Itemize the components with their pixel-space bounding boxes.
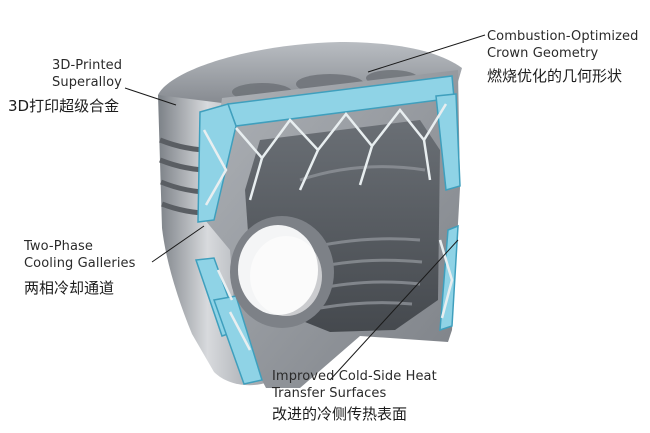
superalloy-en-line2: Superalloy <box>52 75 122 90</box>
wrist-pin-bore <box>230 216 334 328</box>
heat-transfer-zh: 改进的冷侧传热表面 <box>272 405 408 423</box>
crown-geometry-zh: 燃烧优化的几何形状 <box>487 67 623 85</box>
cooling-galleries-en-line2: Cooling Galleries <box>24 256 136 271</box>
leader-lines <box>124 34 486 381</box>
leader-cooling <box>151 225 205 263</box>
heat-transfer-label: Improved Cold-Side Heat Transfer Surface… <box>272 368 437 424</box>
crown-geometry-label: Combustion-Optimized Crown Geometry 燃烧优化… <box>487 28 638 86</box>
superalloy-en-line1: 3D-Printed <box>52 58 123 73</box>
heat-transfer-en-line1: Improved Cold-Side Heat <box>272 369 437 384</box>
heat-transfer-en-line2: Transfer Surfaces <box>272 386 387 401</box>
crown-geometry-en-line1: Combustion-Optimized <box>487 29 639 44</box>
leader-transfer <box>329 239 459 381</box>
cooling-galleries-en-line1: Two-Phase <box>24 239 94 254</box>
crown-geometry-en-line2: Crown Geometry <box>487 46 599 61</box>
leader-superalloy <box>124 87 177 106</box>
lattice-struts <box>202 103 454 351</box>
cooling-galleries-zh: 两相冷却通道 <box>24 279 115 297</box>
leader-crown <box>367 34 486 73</box>
superalloy-label: 3D-Printed Superalloy <box>52 57 122 91</box>
cooling-galleries-label: Two-Phase Cooling Galleries 两相冷却通道 <box>24 238 136 298</box>
superalloy-zh: 3D打印超级合金 <box>8 97 120 115</box>
